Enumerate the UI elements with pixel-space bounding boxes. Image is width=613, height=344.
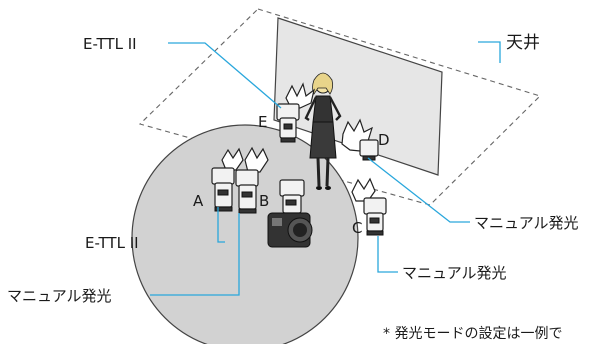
leader-ceiling xyxy=(478,41,501,63)
leader-ettl-top xyxy=(168,42,282,109)
flash-letter-c: C xyxy=(352,219,362,237)
label-manual-left: マニュアル発光 xyxy=(7,287,112,305)
flash-e-icon xyxy=(276,82,315,143)
backdrop-panel xyxy=(273,17,443,176)
flash-letter-a: A xyxy=(193,192,204,210)
flash-a-icon xyxy=(211,147,244,212)
flash-letter-e: E xyxy=(258,113,267,131)
camera-icon xyxy=(267,179,313,248)
flash-letter-b: B xyxy=(259,192,269,210)
flash-letter-d: D xyxy=(378,131,390,149)
leader-manual-left xyxy=(150,213,240,296)
leader-ettl-left xyxy=(217,207,225,243)
flash-b-icon xyxy=(235,146,269,214)
label-ceiling: 天井 xyxy=(506,33,540,53)
person-figure-icon xyxy=(304,72,342,190)
label-manual-right-lower: マニュアル発光 xyxy=(402,264,507,282)
label-manual-right-upper: マニュアル発光 xyxy=(474,214,579,232)
label-ettl-top: E-TTL II xyxy=(83,35,137,53)
footnote: * 発光モードの設定は一例で xyxy=(383,326,562,342)
leader-manual-right-lower xyxy=(377,236,398,273)
leader-manual-right-upper xyxy=(367,157,470,223)
label-ettl-left: E-TTL II xyxy=(85,234,139,252)
ceiling-plane xyxy=(138,8,542,206)
flash-c-icon xyxy=(351,177,387,236)
